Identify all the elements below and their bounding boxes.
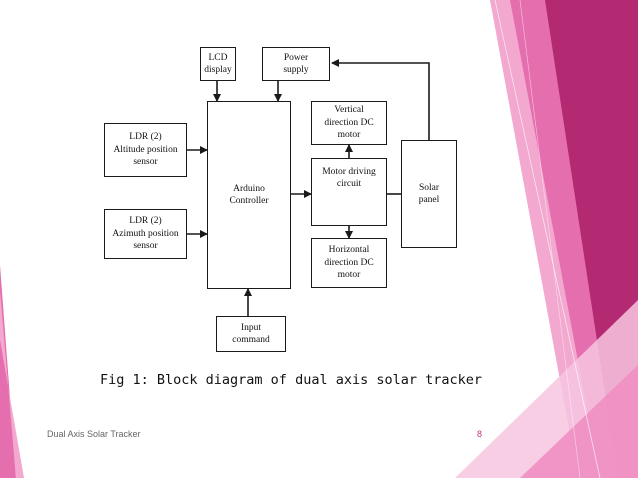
thin-diagonal-line bbox=[519, 0, 581, 478]
arduino-controller-label: Arduino Controller bbox=[229, 183, 269, 207]
ldr-azimuth-sensor-label: LDR (2) Azimuth position sensor bbox=[112, 216, 179, 252]
ldr-altitude-sensor-label: LDR (2) Altitude position sensor bbox=[113, 132, 178, 168]
page-number: 8 bbox=[476, 429, 482, 439]
power-supply-label: Power supply bbox=[283, 52, 309, 76]
motor-driving-circuit-label: Motor driving circuit bbox=[322, 166, 376, 190]
lcd-display-block: LCD display bbox=[200, 47, 236, 81]
vertical-dc-motor-label: Vertical direction DC motor bbox=[324, 105, 374, 141]
ldr-azimuth-sensor-block: LDR (2) Azimuth position sensor bbox=[104, 209, 187, 259]
power-supply-block: Power supply bbox=[262, 47, 330, 81]
footer-title: Dual Axis Solar Tracker bbox=[47, 429, 141, 439]
horizontal-dc-motor-label: Horizontal direction DC motor bbox=[324, 245, 374, 281]
input-command-label: Input command bbox=[232, 322, 270, 346]
motor-driving-circuit-block: Motor driving circuit bbox=[311, 158, 387, 226]
lcd-display-label: LCD display bbox=[204, 52, 232, 76]
solar-panel-block: Solar panel bbox=[401, 140, 457, 248]
figure-caption: Fig 1: Block diagram of dual axis solar … bbox=[100, 372, 483, 388]
arduino-controller-block: Arduino Controller bbox=[207, 101, 291, 289]
horizontal-dc-motor-block: Horizontal direction DC motor bbox=[311, 238, 387, 288]
arrow-solar-panel-to-power-supply bbox=[331, 59, 430, 140]
solar-panel-label: Solar panel bbox=[418, 182, 440, 206]
thin-diagonal-line bbox=[494, 0, 601, 478]
input-command-block: Input command bbox=[216, 316, 286, 352]
vertical-dc-motor-block: Vertical direction DC motor bbox=[311, 101, 387, 145]
ldr-altitude-sensor-block: LDR (2) Altitude position sensor bbox=[104, 123, 187, 177]
bottom-right-pink-wedge-inner bbox=[520, 365, 638, 478]
